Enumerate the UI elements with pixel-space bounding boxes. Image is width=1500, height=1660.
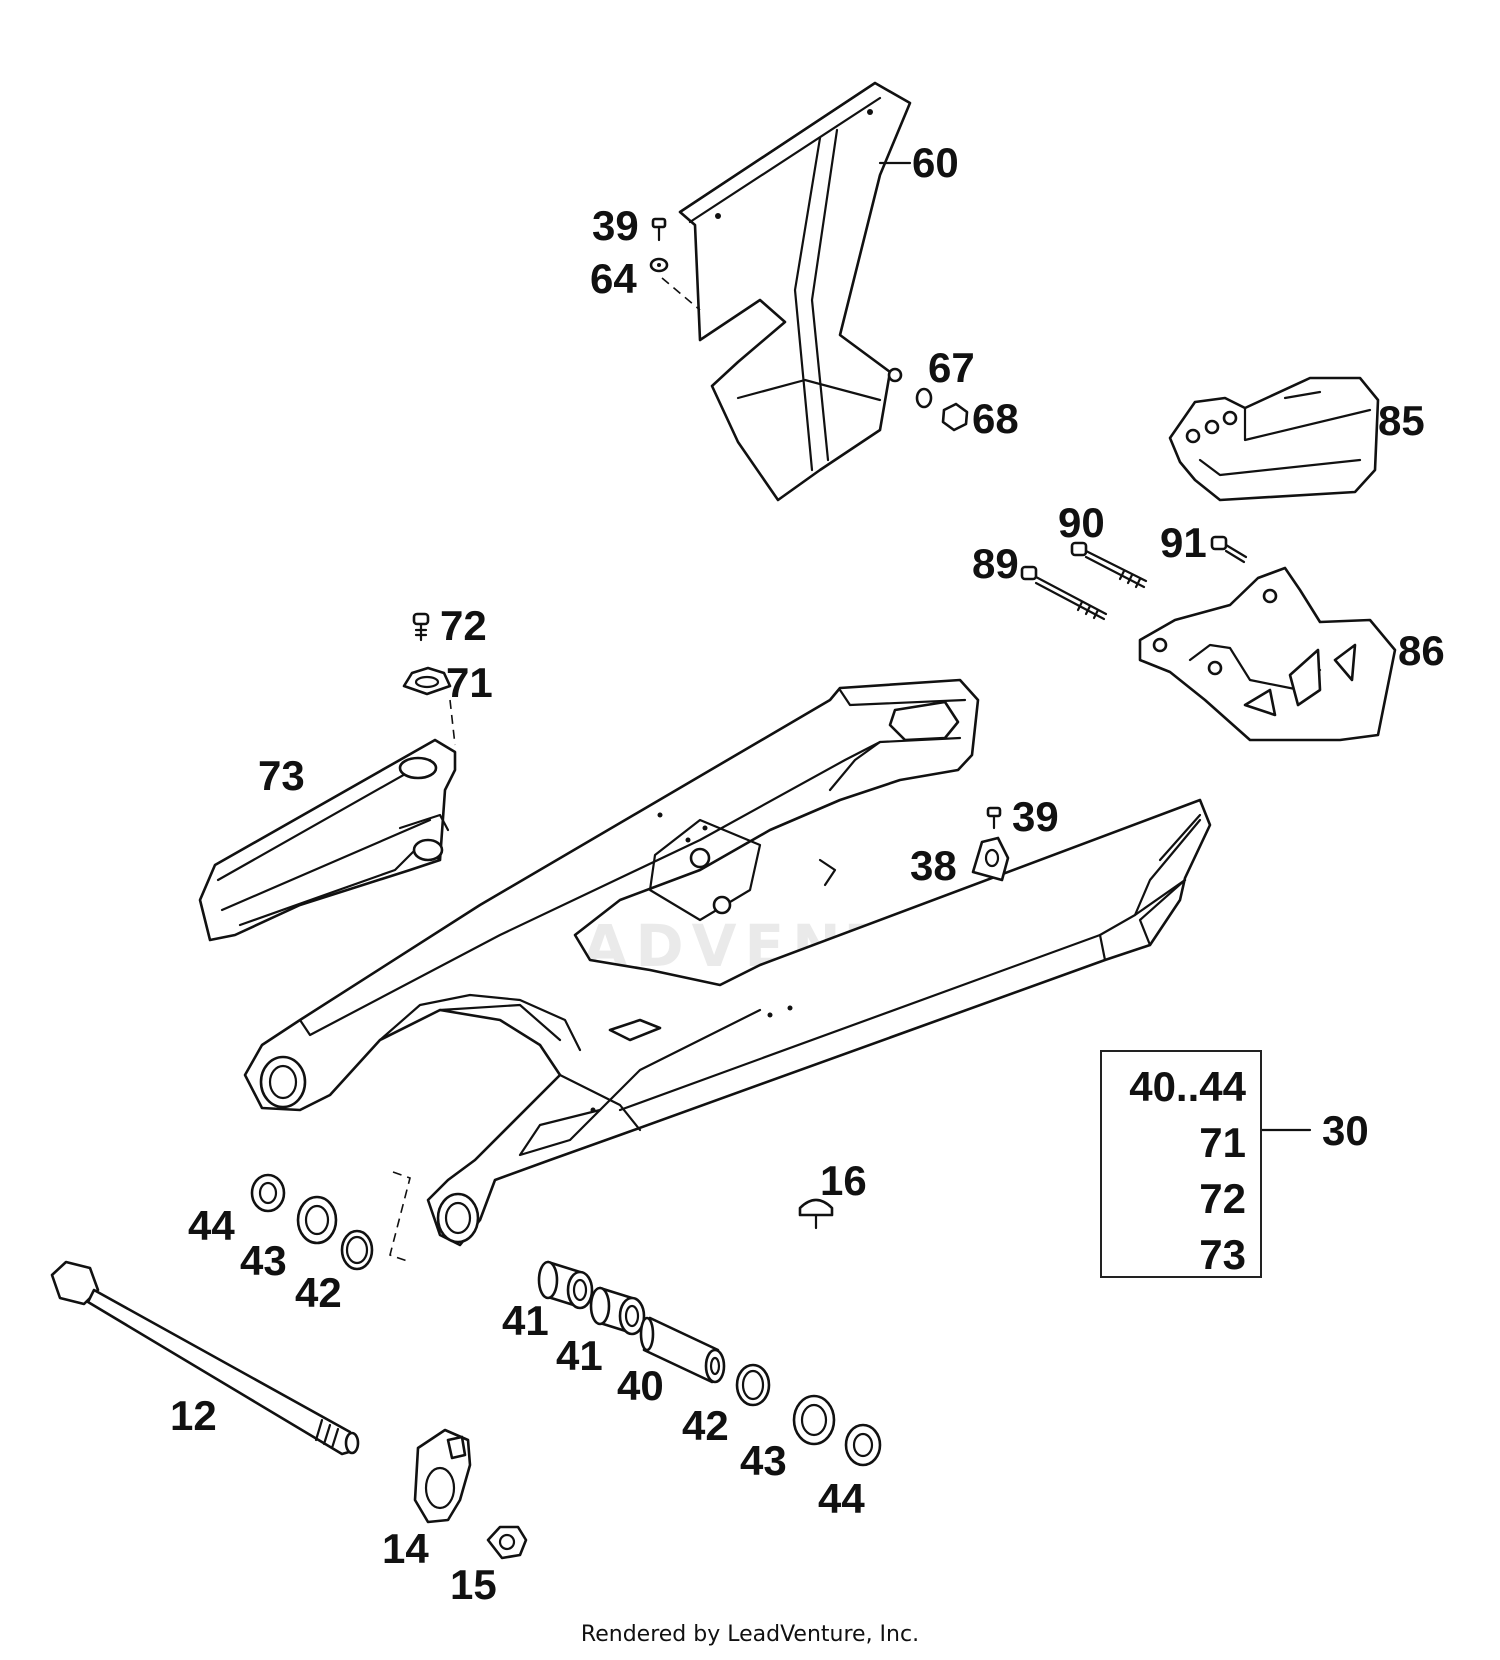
leader-dash-64 xyxy=(661,277,701,311)
callout-40: 40 xyxy=(617,1362,664,1409)
callout-43-left: 43 xyxy=(240,1237,287,1284)
part-44-seal-left xyxy=(250,1173,286,1213)
kit-item: 40..44 xyxy=(1129,1063,1246,1110)
part-86-bracket xyxy=(1138,566,1397,742)
part-40-sleeve xyxy=(639,1316,726,1384)
callout-89: 89 xyxy=(972,540,1019,587)
part-91-bolt xyxy=(1210,535,1248,564)
callout-44-right: 44 xyxy=(818,1475,865,1522)
part-73-chain-slider xyxy=(198,738,457,942)
callout-30: 30 xyxy=(1322,1107,1369,1154)
callout-90: 90 xyxy=(1058,499,1105,546)
part-43-bearing-right xyxy=(792,1394,836,1446)
part-89-bolt xyxy=(1020,565,1108,621)
part-12-pivot-bolt xyxy=(50,1260,360,1456)
part-39-screw-lower xyxy=(986,806,1002,830)
part-39-screw-top xyxy=(651,217,667,242)
callout-43-right: 43 xyxy=(740,1437,787,1484)
part-44-seal-right xyxy=(844,1423,882,1467)
swingarm xyxy=(243,678,1212,1247)
part-64-washer xyxy=(649,257,669,273)
part-38-clip xyxy=(971,836,1010,882)
callout-71: 71 xyxy=(446,659,493,706)
callout-67: 67 xyxy=(928,344,975,391)
callout-60: 60 xyxy=(912,139,959,186)
callout-41-b: 41 xyxy=(556,1332,603,1379)
callout-72: 72 xyxy=(440,602,487,649)
part-72-screw xyxy=(412,612,430,642)
footer-credit: Rendered by LeadVenture, Inc. xyxy=(580,1622,920,1647)
part-85-chain-guide xyxy=(1168,376,1380,502)
callout-64: 64 xyxy=(590,255,637,302)
part-67-washer xyxy=(915,387,933,409)
callout-86: 86 xyxy=(1398,627,1445,674)
callout-16: 16 xyxy=(820,1157,867,1204)
kit-item: 72 xyxy=(1199,1175,1246,1222)
callout-42-right: 42 xyxy=(682,1402,729,1449)
part-60-chain-cover xyxy=(678,81,912,502)
leader-dash-swingarm xyxy=(389,1171,411,1263)
callout-39-lower: 39 xyxy=(1012,793,1059,840)
part-41-bearing-a xyxy=(537,1260,594,1310)
callout-41-a: 41 xyxy=(502,1297,549,1344)
part-43-bearing-left xyxy=(296,1195,338,1245)
part-90-bolt xyxy=(1070,541,1148,589)
callout-68: 68 xyxy=(972,395,1019,442)
kit-contents-box: 40..44 71 72 73 xyxy=(1100,1050,1262,1278)
callout-44-left: 44 xyxy=(188,1202,235,1249)
leader-dash-71 xyxy=(449,699,456,746)
callout-14: 14 xyxy=(382,1525,429,1572)
part-42-washer-left xyxy=(340,1229,374,1271)
kit-item: 71 xyxy=(1199,1119,1246,1166)
kit-item: 73 xyxy=(1199,1231,1246,1278)
part-14-plate xyxy=(413,1428,472,1524)
part-16-plug xyxy=(798,1198,834,1230)
callout-73: 73 xyxy=(258,752,305,799)
part-42-washer-right xyxy=(735,1363,771,1407)
part-68-nut xyxy=(941,402,969,432)
part-71-cup xyxy=(402,666,452,696)
callout-39-top: 39 xyxy=(592,202,639,249)
callout-12: 12 xyxy=(170,1392,217,1439)
callout-38: 38 xyxy=(910,842,957,889)
part-41-bearing-b xyxy=(589,1286,646,1336)
callout-91: 91 xyxy=(1160,519,1207,566)
part-15-nut xyxy=(486,1525,528,1560)
callout-85: 85 xyxy=(1378,397,1425,444)
callout-15: 15 xyxy=(450,1561,497,1608)
callout-42-left: 42 xyxy=(295,1269,342,1316)
